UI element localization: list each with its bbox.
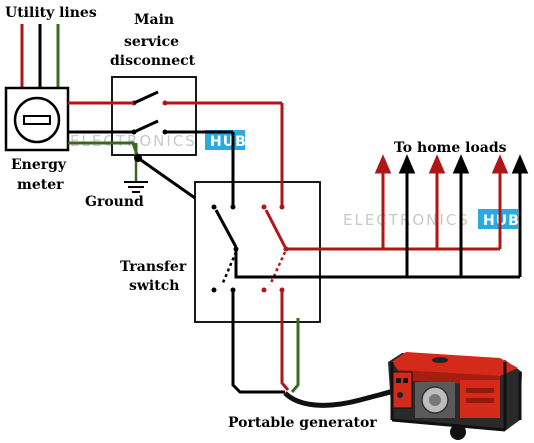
disconnect-blade-neutral (133, 119, 159, 134)
hot-load-arrow-icon (428, 154, 446, 174)
transfer-switch (194, 103, 321, 323)
hot-load-arrow-icon (491, 154, 509, 174)
to-home-loads-label: To home loads (394, 140, 507, 156)
utility-lines-label: Utility lines (5, 5, 97, 21)
energy-meter-label-line1: Energy (11, 157, 67, 173)
transfer-switch-label-line2: switch (129, 278, 179, 294)
hot-load-arrow-icon (374, 154, 392, 174)
main-service-disconnect (68, 76, 282, 156)
watermark-badge (478, 209, 518, 229)
transfer-blade-hot (264, 209, 287, 248)
watermark-badge (205, 130, 245, 150)
neutral-load-arrow-icon (398, 154, 416, 174)
portable-generator-icon (388, 352, 522, 440)
watermark-2: ELECTRONICS HUB (343, 209, 519, 229)
watermark-1: ELECTRONICS HUB (70, 130, 247, 150)
home-load-bus (234, 154, 529, 279)
ground-symbol-icon (124, 158, 148, 193)
disconnect-blade-hot (133, 90, 159, 105)
watermark-badge-text: HUB (210, 134, 247, 150)
generator-feed (231, 290, 403, 408)
transfer-switch-label-line1: Transfer (120, 259, 187, 275)
transfer-blade-neutral (214, 209, 238, 248)
main-disconnect-label-line2: service (124, 34, 179, 50)
portable-generator-label: Portable generator (228, 415, 377, 431)
ground-connection (68, 141, 196, 200)
ground-label: Ground (85, 194, 144, 210)
meter-display (23, 115, 51, 125)
main-disconnect-label-line1: Main (134, 12, 174, 28)
generator-cord (283, 385, 403, 408)
neutral-load-arrow-icon (452, 154, 470, 174)
ground-bond-wire (137, 156, 196, 200)
energy-meter-label-line2: meter (17, 177, 64, 193)
utility-lines (20, 24, 60, 88)
watermark-brand-text: ELECTRONICS (70, 132, 197, 150)
neutral-load-arrow-icon (511, 154, 529, 174)
energy-meter (4, 86, 70, 152)
main-disconnect-label-line3: disconnect (110, 53, 196, 69)
